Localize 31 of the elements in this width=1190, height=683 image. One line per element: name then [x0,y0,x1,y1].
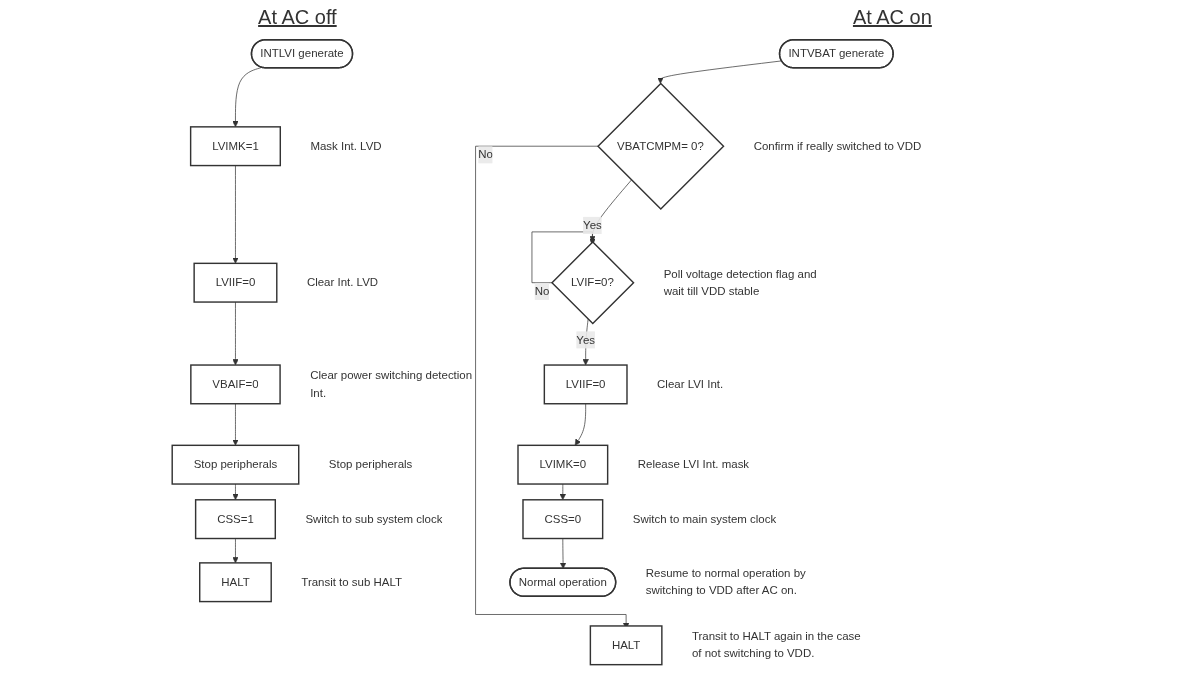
node-label: Mask Int. LVD [310,139,382,152]
node-label: Clear LVI Int. [657,377,724,391]
edge-label: Yes [576,333,596,346]
node-label: Clear power switching detection Int. [310,369,473,399]
node-label: Clear Int. LVD [306,276,379,289]
node-box: LVIMK=0 [517,444,609,485]
node-label: Switch to sub system clock [305,512,443,525]
node-box: HALT [199,562,272,603]
node-label: Stop peripherals [328,458,413,471]
node-box: LVIIF=0 [543,364,628,405]
column-heading: At AC off [258,5,337,29]
node-label: Resume to normal operation by switching to VDD after AC on. [645,567,806,597]
node-diamond: LVIF=0? [551,240,635,325]
node-label: Release LVI Int. mask [637,458,750,471]
node-box: Stop peripherals [171,444,300,485]
node-diamond: VBATCMPM= 0? [597,82,725,210]
node-label: Transit to sub HALT [301,575,403,588]
node-box: HALT [589,625,663,666]
edge-label: Yes [583,218,602,232]
column-heading: At AC on [852,5,932,29]
node-box: CSS=1 [194,499,276,540]
node-box: LVIMK=1 [189,126,281,167]
node-label: Confirm if really switched to VDD [753,139,922,152]
node-label: Transit to HALT again in the case of not switching to VDD. [691,630,861,660]
edge-label: No [478,148,493,161]
node-label: Switch to main system clock [632,512,777,525]
node-label: Poll voltage detection flag and wait till VDD stable [663,267,817,298]
node-box: CSS=0 [522,499,604,540]
node-box: LVIIF=0 [193,262,278,303]
node-box: VBAIF=0 [190,364,281,405]
edge-label: No [534,284,550,298]
